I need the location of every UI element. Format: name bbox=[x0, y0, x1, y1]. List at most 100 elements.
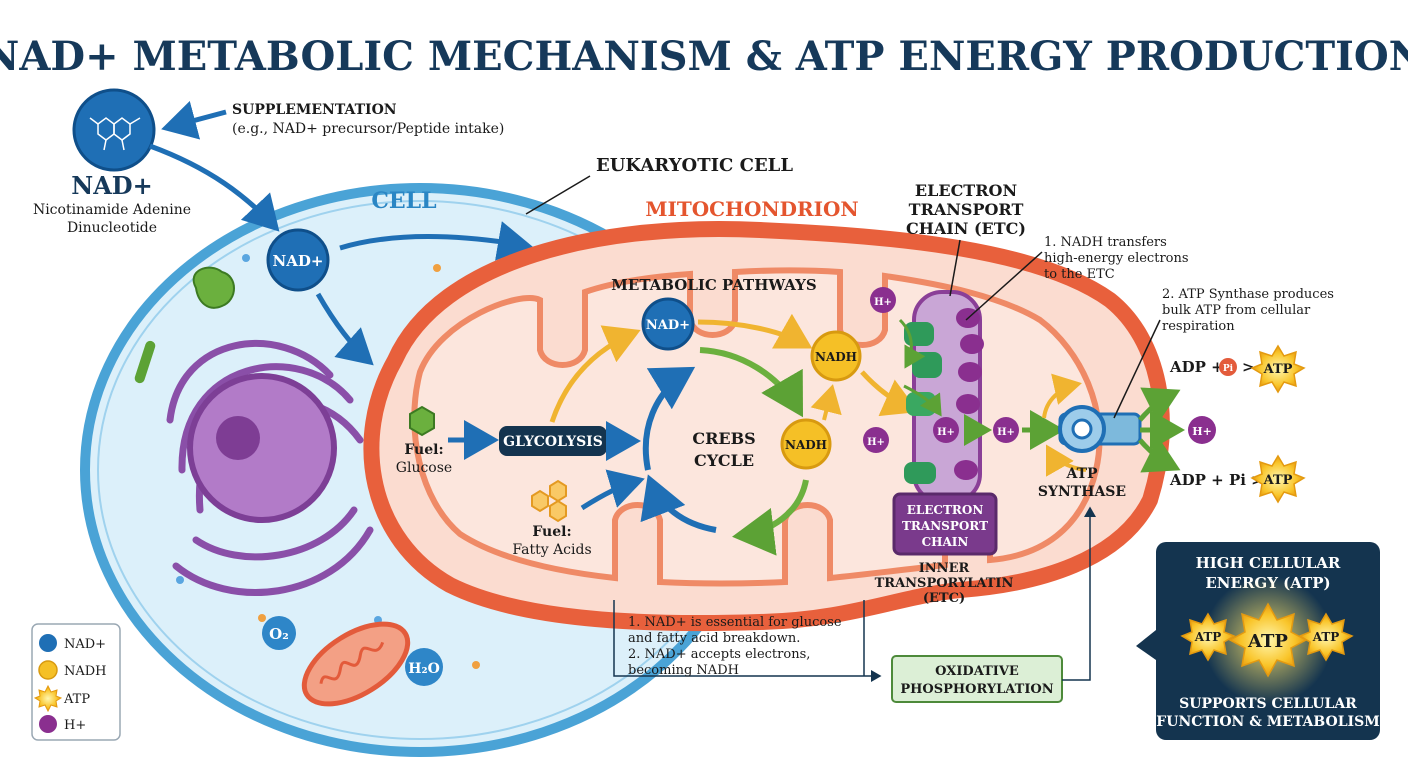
note-nadh-transfer-line1: 1. NADH transfers bbox=[1044, 235, 1167, 250]
note-atp-synthase-line1: 2. ATP Synthase produces bbox=[1162, 287, 1334, 302]
h-ion-right bbox=[993, 417, 1019, 443]
legend-item-nad: NAD+ bbox=[39, 634, 106, 652]
note-atp-pointer bbox=[1113, 319, 1161, 419]
atp-synthase-icon bbox=[1058, 405, 1142, 453]
nadh-node-middle bbox=[780, 418, 832, 470]
arrow-nad-to-nadh bbox=[697, 313, 813, 349]
fatty-acids-icon bbox=[531, 479, 567, 523]
nad-full-name-line2: Dinucleotide bbox=[67, 220, 157, 236]
chemical-structure-icon bbox=[89, 117, 141, 151]
h-ion-top bbox=[870, 287, 896, 313]
krebs-cycle-line1: CREBS bbox=[692, 429, 755, 448]
inner-line1: INNER bbox=[919, 561, 970, 576]
glucose-hexagon-icon bbox=[409, 405, 435, 437]
cell-nad-label: NAD+ bbox=[273, 252, 324, 270]
energy-title-line1: HIGH CELLULAR bbox=[1196, 554, 1341, 572]
etc-top-line1: ELECTRON bbox=[915, 181, 1017, 200]
pi-label: Pi bbox=[1223, 364, 1234, 374]
oxphos-line1: OXIDATIVE bbox=[935, 664, 1019, 679]
note-atp-synthase-line2: bulk ATP from cellular bbox=[1162, 303, 1311, 318]
output-row2-prefix: ADP + Pi > bbox=[1169, 471, 1264, 489]
energy-atp-center: ATP bbox=[1247, 631, 1288, 652]
glycolysis-box bbox=[499, 426, 607, 456]
h-ion-output bbox=[1188, 416, 1216, 444]
arrow-glycolysis-to-nad bbox=[549, 325, 641, 423]
fuel-fatty-line2: Fatty Acids bbox=[512, 542, 591, 558]
note-nadh-pointer bbox=[965, 251, 1043, 321]
atp-star-icon-right bbox=[1298, 612, 1354, 662]
legend-nad-label: NAD+ bbox=[64, 637, 106, 652]
output-row1-prefix: ADP + bbox=[1169, 358, 1224, 376]
note-essential-line3: 2. NAD+ accepts electrons, bbox=[628, 647, 810, 662]
krebs-arrow-top bbox=[699, 347, 804, 418]
supplementation-arrow bbox=[161, 100, 227, 140]
etc-top-pointer bbox=[949, 239, 961, 297]
etc-top-line2: TRANSPORT bbox=[909, 200, 1024, 219]
arrow-out-top bbox=[1138, 387, 1181, 424]
arrow-fatty-to-krebs bbox=[580, 469, 645, 511]
mito-nad-node bbox=[641, 297, 695, 351]
atp-row1-label: ATP bbox=[1263, 362, 1293, 377]
vesicle-rod bbox=[134, 340, 156, 384]
arrow-out-bottom bbox=[1138, 436, 1181, 473]
etc-box-line1: ELECTRON bbox=[907, 503, 984, 517]
nadh-node-top bbox=[810, 330, 862, 382]
fuel-fatty-line1: Fuel: bbox=[532, 524, 571, 540]
supplementation-line1: SUPPLEMENTATION bbox=[232, 102, 397, 118]
pi-icon bbox=[1219, 358, 1237, 376]
etc-box bbox=[892, 492, 998, 556]
nucleolus bbox=[216, 416, 260, 460]
o2-label: O₂ bbox=[269, 625, 289, 643]
arrow-synthase-cycle-top bbox=[1042, 373, 1082, 419]
cell-nad-node bbox=[266, 228, 330, 292]
inner-line3: (ETC) bbox=[923, 591, 965, 606]
h2o-molecule bbox=[405, 648, 443, 686]
etc-top-line3: CHAIN (ETC) bbox=[906, 219, 1026, 238]
h-ion-left-label: H+ bbox=[867, 437, 885, 448]
arrow-oxphos-to-synthase bbox=[1062, 506, 1096, 681]
legend-item-atp: ATP bbox=[33, 684, 90, 713]
cell-label: CELL bbox=[371, 188, 436, 214]
nucleus bbox=[187, 373, 337, 523]
legend-item-h: H+ bbox=[39, 715, 86, 733]
note-nadh-transfer-line2: high-energy electrons bbox=[1044, 251, 1189, 266]
note-atp-synthase-line3: respiration bbox=[1162, 319, 1235, 334]
eukaryotic-cell-pointer bbox=[525, 175, 591, 215]
arrow-nad-to-mito-top bbox=[339, 221, 533, 261]
mito-nad-label: NAD+ bbox=[646, 318, 690, 333]
arrow-nad-to-mito-bottom bbox=[315, 292, 374, 366]
arrow-etc-green-1 bbox=[898, 318, 926, 369]
fuel-glucose-line2: Glucose bbox=[396, 460, 452, 476]
vesicle-green bbox=[192, 266, 235, 309]
legend-atp-label: ATP bbox=[63, 692, 90, 707]
metabolic-pathways-label: METABOLIC PATHWAYS bbox=[611, 276, 816, 294]
note-essential-line4: becoming NADH bbox=[628, 663, 739, 678]
o2-molecule bbox=[262, 616, 296, 650]
nadh-middle-label: NADH bbox=[785, 438, 827, 452]
energy-atp-left: ATP bbox=[1194, 630, 1222, 644]
eukaryotic-cell-label: EUKARYOTIC CELL bbox=[596, 155, 793, 176]
energy-box-pointer bbox=[1136, 630, 1156, 660]
glycolysis-label: GLYCOLYSIS bbox=[503, 434, 603, 450]
nadh-top-label: NADH bbox=[815, 350, 857, 364]
note-nadh-transfer-line3: to the ETC bbox=[1044, 267, 1115, 282]
legend-h-label: H+ bbox=[64, 718, 86, 733]
h-ion-center bbox=[933, 417, 959, 443]
legend-nadh-label: NADH bbox=[64, 664, 107, 679]
krebs-arrow-right bbox=[732, 479, 809, 556]
atp-synthase-line2: SYNTHASE bbox=[1038, 484, 1126, 500]
etc-box-line2: TRANSPORT bbox=[902, 519, 988, 533]
oxphos-box bbox=[891, 655, 1063, 703]
atp-star-icon-row2 bbox=[1250, 454, 1306, 504]
small-mitochondrion bbox=[301, 621, 411, 707]
legend-h-swatch bbox=[39, 715, 57, 733]
krebs-arrow-bottom bbox=[640, 474, 717, 533]
legend-item-nadh: NADH bbox=[38, 660, 107, 680]
inner-line2: TRANSPORYLATIN bbox=[875, 576, 1014, 591]
energy-footer-line2: FUNCTION & METABOLISM bbox=[1156, 714, 1379, 730]
arrow-etc-green-2 bbox=[903, 384, 942, 417]
arrow-nad-into-cell bbox=[149, 143, 280, 232]
legend-nad-swatch bbox=[39, 634, 57, 652]
atp-star-icon-center bbox=[1228, 602, 1308, 678]
